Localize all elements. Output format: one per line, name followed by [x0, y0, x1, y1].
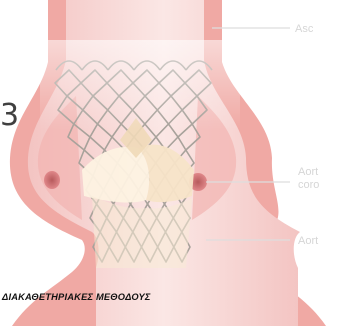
step-number: 3 — [0, 101, 19, 131]
coronary-ostia-label-line2: coro — [298, 180, 319, 191]
coronary-ostia-label-line1: Aort — [298, 167, 318, 178]
aortic-annulus-label: Aort — [298, 236, 318, 247]
left-coronary-ostium — [44, 171, 60, 189]
ascending-aorta-label: Asc — [295, 24, 313, 35]
figure-caption: ΔΙΑΚΑΘΕΤΗΡΙΑΚΕΣ ΜΕΘΟΔΟΥΣ — [2, 292, 151, 302]
